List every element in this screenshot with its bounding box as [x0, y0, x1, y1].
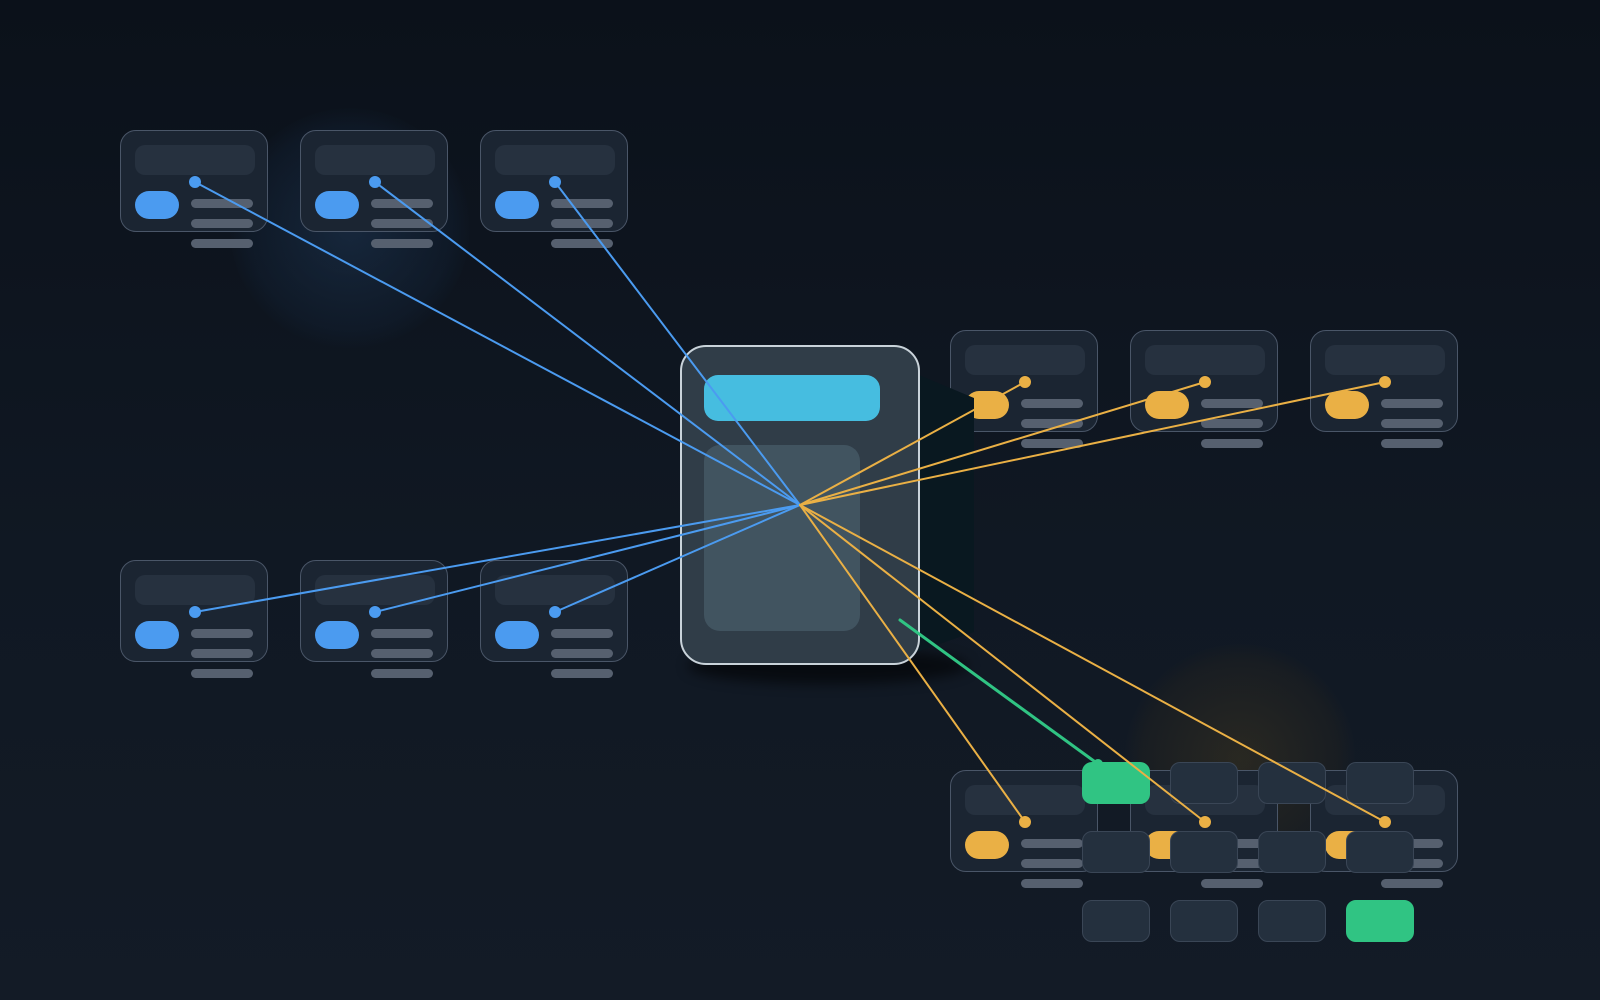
grid-tile[interactable] — [1170, 831, 1238, 873]
link-endpoint-card-tr-3 — [1379, 376, 1391, 388]
link-line-card-tl-2 — [374, 181, 801, 506]
link-endpoint-card-br-2 — [1199, 816, 1211, 828]
grid-tile[interactable] — [1170, 762, 1238, 804]
card-text-line — [1021, 859, 1083, 868]
card-header-bar — [135, 145, 255, 175]
source-card[interactable] — [300, 560, 448, 678]
card-text-line — [371, 239, 433, 248]
card-status-pill — [495, 191, 539, 219]
source-card[interactable] — [120, 560, 268, 678]
grid-tile[interactable] — [1082, 831, 1150, 873]
grid-tile-active[interactable] — [1346, 900, 1414, 942]
source-card[interactable] — [120, 130, 268, 248]
card-status-pill — [495, 621, 539, 649]
card-text-line — [551, 629, 613, 638]
link-line-card-ml-3 — [554, 504, 801, 613]
card-text-line — [551, 649, 613, 658]
link-endpoint-card-tl-1 — [189, 176, 201, 188]
card-text-line — [371, 219, 433, 228]
card-text-line — [1381, 879, 1443, 888]
grid-tile[interactable] — [1346, 831, 1414, 873]
card-header-bar — [1325, 345, 1445, 375]
link-line-card-br-1 — [799, 504, 1026, 823]
card-text-line — [1021, 879, 1083, 888]
link-endpoint-card-ml-1 — [189, 606, 201, 618]
link-line-card-br-3 — [799, 504, 1386, 823]
link-endpoint-tile-r1-c1 — [1093, 759, 1103, 769]
card-text-line — [371, 649, 433, 658]
link-line-card-br-2 — [799, 504, 1206, 823]
card-text-line — [1021, 439, 1083, 448]
card-text-line — [191, 629, 253, 638]
card-text-line — [371, 629, 433, 638]
grid-tile[interactable] — [1170, 900, 1238, 942]
link-endpoint-card-tr-1 — [1019, 376, 1031, 388]
card-header-bar — [1145, 345, 1265, 375]
card-header-bar — [495, 145, 615, 175]
card-text-line — [191, 219, 253, 228]
card-text-line — [551, 219, 613, 228]
card-status-pill — [1325, 391, 1369, 419]
card-text-line — [1381, 419, 1443, 428]
card-text-line — [191, 239, 253, 248]
card-status-pill — [135, 621, 179, 649]
grid-tile[interactable] — [1346, 762, 1414, 804]
card-text-line — [1021, 419, 1083, 428]
card-text-line — [191, 199, 253, 208]
link-endpoint-card-ml-3 — [549, 606, 561, 618]
card-text-line — [1021, 399, 1083, 408]
hub-banner — [704, 375, 880, 421]
card-text-line — [191, 649, 253, 658]
card-text-line — [191, 669, 253, 678]
link-line-card-tr-1 — [799, 381, 1026, 506]
link-line-card-ml-1 — [194, 504, 801, 613]
link-endpoint-card-br-3 — [1379, 816, 1391, 828]
link-line-card-tr-2 — [799, 381, 1206, 506]
card-text-line — [1381, 439, 1443, 448]
card-header-bar — [135, 575, 255, 605]
hub-screen-panel — [704, 445, 860, 631]
card-status-pill — [965, 831, 1009, 859]
link-line-card-tl-1 — [194, 181, 801, 506]
link-line-card-tl-3 — [554, 181, 801, 506]
link-endpoint-card-tl-2 — [369, 176, 381, 188]
grid-tile[interactable] — [1082, 900, 1150, 942]
card-text-line — [371, 669, 433, 678]
card-header-bar — [495, 575, 615, 605]
link-endpoint-card-br-1 — [1019, 816, 1031, 828]
link-endpoint-card-ml-2 — [369, 606, 381, 618]
link-line-card-ml-2 — [374, 504, 801, 613]
card-text-line — [1201, 419, 1263, 428]
card-text-line — [551, 239, 613, 248]
card-status-pill — [1145, 391, 1189, 419]
card-text-line — [1381, 399, 1443, 408]
card-text-line — [1201, 879, 1263, 888]
grid-tile[interactable] — [1258, 900, 1326, 942]
card-text-line — [1201, 399, 1263, 408]
card-header-bar — [965, 785, 1085, 815]
grid-tile[interactable] — [1258, 831, 1326, 873]
card-header-bar — [965, 345, 1085, 375]
link-endpoint-card-tl-3 — [549, 176, 561, 188]
card-text-line — [1201, 439, 1263, 448]
card-status-pill — [315, 621, 359, 649]
card-status-pill — [135, 191, 179, 219]
card-header-bar — [315, 145, 435, 175]
link-line-card-tr-3 — [799, 381, 1386, 506]
card-text-line — [551, 669, 613, 678]
card-text-line — [1021, 839, 1083, 848]
link-line-tile-r1-c1 — [898, 618, 1100, 766]
link-endpoint-card-tr-2 — [1199, 376, 1211, 388]
card-status-pill — [315, 191, 359, 219]
card-text-line — [551, 199, 613, 208]
